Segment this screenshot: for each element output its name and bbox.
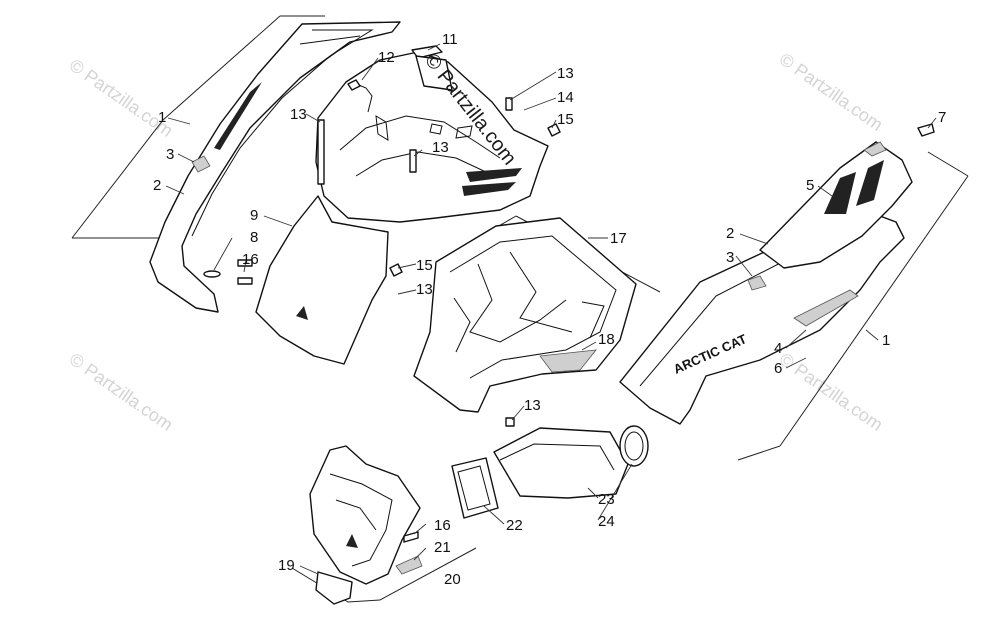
right-panel-grommet <box>747 275 767 291</box>
nose-cone-arrow-decal <box>296 306 308 320</box>
callout-16-upper: 16 <box>242 251 259 268</box>
group-bracket-left <box>71 119 164 239</box>
duct-hose-clamp <box>619 425 649 467</box>
air-intake-duct <box>493 427 629 499</box>
callout-1-left: 1 <box>158 109 166 126</box>
right-panel-heat-shield <box>793 289 859 327</box>
callout-23: 23 <box>598 491 615 508</box>
callout-labels: 1 2 3 8 9 16 11 12 13 13 13 14 15 13 15 … <box>153 31 946 588</box>
callout-17: 17 <box>610 230 627 247</box>
callout-13-hood-right: 13 <box>557 65 574 82</box>
nose-push-rivet <box>237 259 253 267</box>
left-panel-gasket <box>203 270 221 278</box>
bellypan-rivet <box>403 531 419 543</box>
hood-upper-shell <box>315 51 549 223</box>
callout-11: 11 <box>442 31 458 48</box>
callout-13-intake: 13 <box>524 397 541 414</box>
watermark-top-right: © Partzilla.com <box>776 49 887 135</box>
hood-vent-stripe-1 <box>466 168 522 182</box>
right-panel-fastener <box>917 123 935 137</box>
callout-13-hood-center: 13 <box>432 139 449 156</box>
callout-2-left: 2 <box>153 177 161 194</box>
hood-assembly <box>237 45 561 365</box>
watermark-top-left: © Partzilla.com <box>66 55 177 141</box>
callout-19: 19 <box>278 557 295 574</box>
bellypan-arrow-decal <box>346 534 358 548</box>
callout-leaders <box>165 43 937 575</box>
lower-front-group <box>291 425 649 605</box>
right-panel-graphic-1 <box>824 172 856 214</box>
callout-14: 14 <box>557 89 574 106</box>
callout-24: 24 <box>598 513 615 530</box>
bellypan-bracket <box>315 571 353 605</box>
callout-3-left: 3 <box>166 146 174 163</box>
duct-seal-frame <box>451 457 499 519</box>
callout-22: 22 <box>506 517 523 534</box>
hood-wire-clip <box>347 79 361 91</box>
callout-2-right: 2 <box>726 225 734 242</box>
callout-15-upper: 15 <box>557 111 574 128</box>
hood-rivet-right <box>505 97 513 111</box>
hood-fuel-cap-bracket <box>415 55 453 91</box>
bellypan-decal <box>395 555 423 575</box>
left-side-panel-group <box>71 15 401 313</box>
callout-16-lower: 16 <box>434 517 451 534</box>
callout-18: 18 <box>598 331 615 348</box>
lower-bracket-line <box>291 567 381 603</box>
air-intake-group <box>413 215 661 427</box>
callout-5: 5 <box>806 177 814 194</box>
callout-20: 20 <box>444 571 461 588</box>
left-panel-dark-trim <box>214 82 262 150</box>
callout-4: 4 <box>774 340 782 357</box>
air-intake-box <box>413 217 637 413</box>
callout-13-hood-left: 13 <box>290 106 307 123</box>
callout-13-nose: 13 <box>416 281 433 298</box>
left-panel-grommet <box>191 155 211 173</box>
callout-9: 9 <box>250 207 258 224</box>
hood-vent-stripe-2 <box>462 182 516 196</box>
callout-12: 12 <box>378 49 395 66</box>
callout-8: 8 <box>250 229 258 246</box>
callout-6: 6 <box>774 360 782 377</box>
watermark-bottom-left: © Partzilla.com <box>66 349 177 435</box>
intake-seal-strip <box>539 349 597 373</box>
callout-3-right: 3 <box>726 249 734 266</box>
nose-grommet <box>389 263 403 277</box>
callout-21: 21 <box>434 539 451 556</box>
right-bracket-top <box>927 151 969 177</box>
nose-cone <box>255 195 389 365</box>
hood-rivet-center <box>409 149 417 173</box>
left-panel-push-rivet <box>237 277 253 285</box>
right-panel-graphic-2 <box>856 160 884 206</box>
callout-1-right: 1 <box>882 332 890 349</box>
callout-7: 7 <box>938 109 946 126</box>
callout-15-lower: 15 <box>416 257 433 274</box>
hood-rivet-left <box>317 119 325 185</box>
right-side-panel-group: ARCTIC CAT <box>619 123 969 461</box>
watermark-bottom-right: © Partzilla.com <box>776 349 887 435</box>
